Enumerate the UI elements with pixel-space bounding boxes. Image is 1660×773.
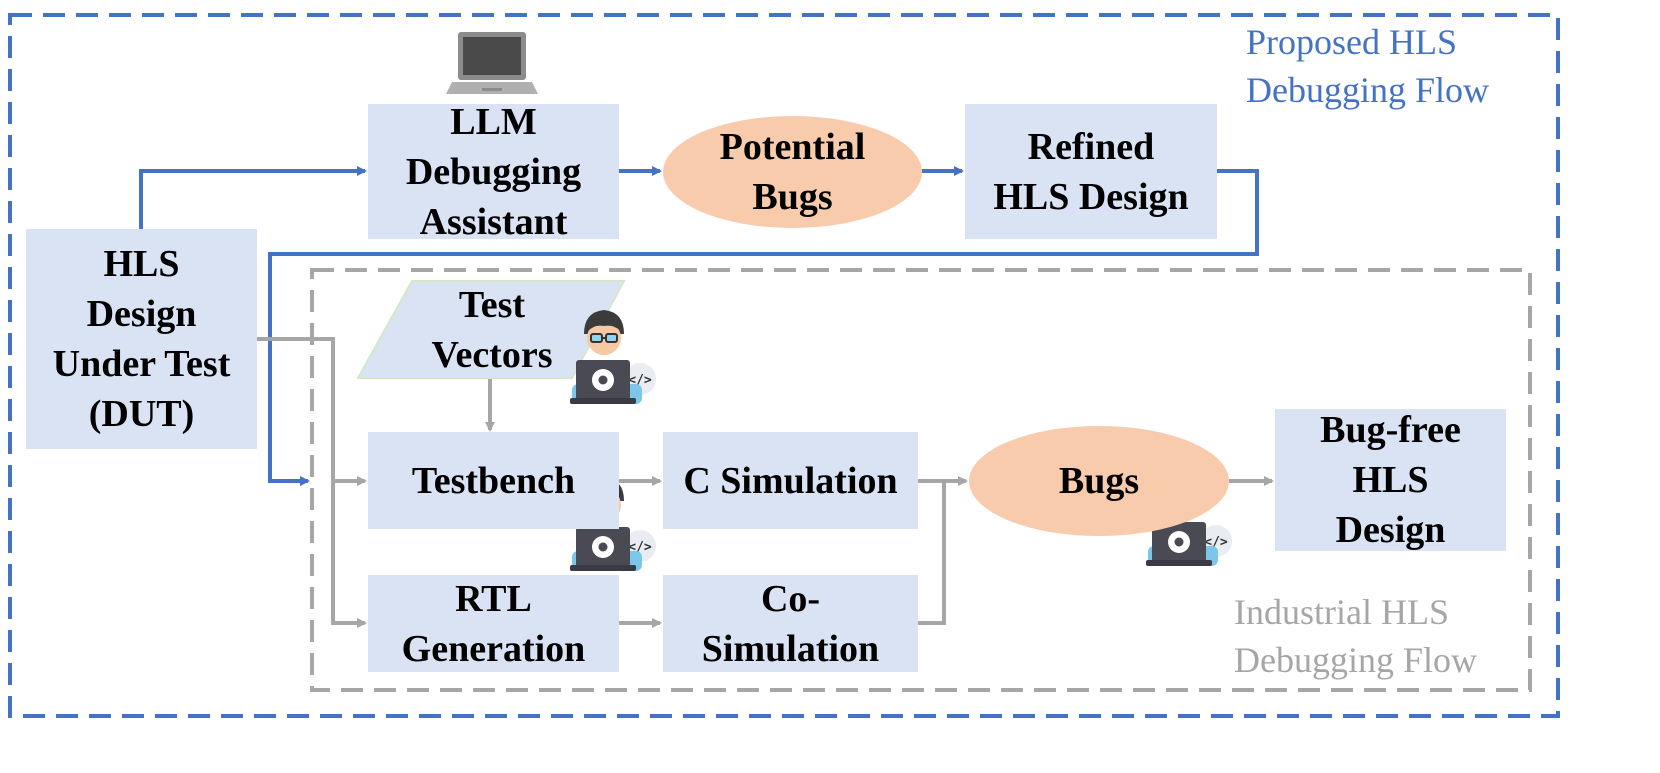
edge-sims-merge (918, 479, 946, 625)
test-vectors-label: Test Vectors (431, 283, 553, 376)
laptop-icon (446, 32, 538, 94)
dut-node: HLS Design Under Test (DUT) (26, 229, 257, 449)
edge-dut-to-rtl (331, 481, 367, 628)
edge-dut-to-llm (139, 166, 367, 229)
industrial-flow-frame (310, 268, 1532, 692)
edge-dut-to-testbench (257, 337, 367, 486)
bug-free-design-node: Bug-free HLS Design (1275, 409, 1506, 551)
edge-refined-to-testbench (268, 169, 1259, 486)
proposed-flow-label: Proposed HLS Debugging Flow (1246, 22, 1489, 110)
testbench-node: Testbench (368, 432, 619, 529)
industrial-flow-label: Industrial HLS Debugging Flow (1234, 592, 1477, 680)
c-simulation-node: C Simulation (663, 432, 918, 529)
potential-bugs-node: Potential Bugs (663, 116, 922, 228)
refined-design-node: Refined HLS Design (965, 104, 1217, 239)
proposed-flow-frame (8, 13, 1560, 718)
bugs-node: Bugs (969, 426, 1229, 536)
test-vectors-shape (356, 280, 626, 379)
co-simulation-node: Co- Simulation (663, 575, 918, 672)
rtl-generation-node: RTL Generation (368, 575, 619, 672)
llm-assistant-node: LLM Debugging Assistant (368, 101, 619, 243)
